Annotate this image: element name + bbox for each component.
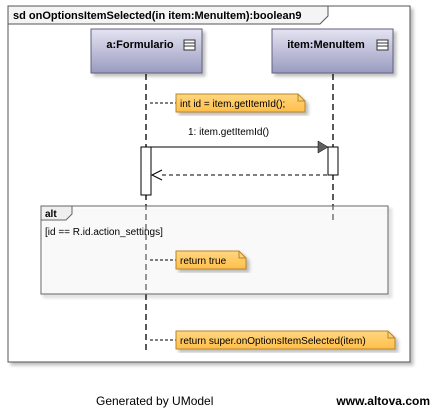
frame-title-tab xyxy=(7,5,329,25)
activation-bar-formulario xyxy=(140,146,152,196)
open-arrowhead-icon xyxy=(150,169,163,181)
lifeline-head-formulario[interactable] xyxy=(90,28,203,74)
note-return-super[interactable]: return super.onOptionsItemSelected(item) xyxy=(150,330,396,350)
altova-link[interactable]: www.altova.com xyxy=(336,394,430,408)
note-int-id[interactable]: int id = item.getItemId(); xyxy=(150,93,306,113)
class-icon xyxy=(183,39,196,51)
generated-by-label: Generated by UModel xyxy=(96,394,214,408)
lifeline-label-formulario: a:Formulario xyxy=(106,39,174,51)
frame-title: sd onOptionsItemSelected(in item:MenuIte… xyxy=(13,10,301,22)
fragment-tab xyxy=(40,205,73,221)
note-label: int id = item.getItemId(); xyxy=(180,99,285,110)
lifeline-label-menuitem: item:MenuItem xyxy=(287,39,365,51)
lifeline-formulario[interactable]: a:Formulario xyxy=(90,28,203,352)
message-label: 1: item.getItemId() xyxy=(188,127,269,138)
class-icon xyxy=(376,39,389,51)
lifeline-head-menuitem[interactable] xyxy=(271,28,394,74)
lifeline-menuitem[interactable]: item:MenuItem xyxy=(271,28,394,222)
note-label: return super.onOptionsItemSelected(item) xyxy=(180,336,366,347)
message-get-item-id[interactable]: 1: item.getItemId() xyxy=(151,127,329,154)
alt-fragment[interactable]: alt [id == R.id.action_settings] xyxy=(40,205,389,295)
fragment-guard: [id == R.id.action_settings] xyxy=(45,227,163,238)
arrowhead-icon xyxy=(317,140,329,154)
return-message[interactable] xyxy=(150,169,328,181)
fragment-operator: alt xyxy=(45,209,57,220)
activation-bar-menuitem xyxy=(327,146,339,176)
note-return-true[interactable]: return true xyxy=(150,250,247,270)
note-label: return true xyxy=(180,256,227,267)
